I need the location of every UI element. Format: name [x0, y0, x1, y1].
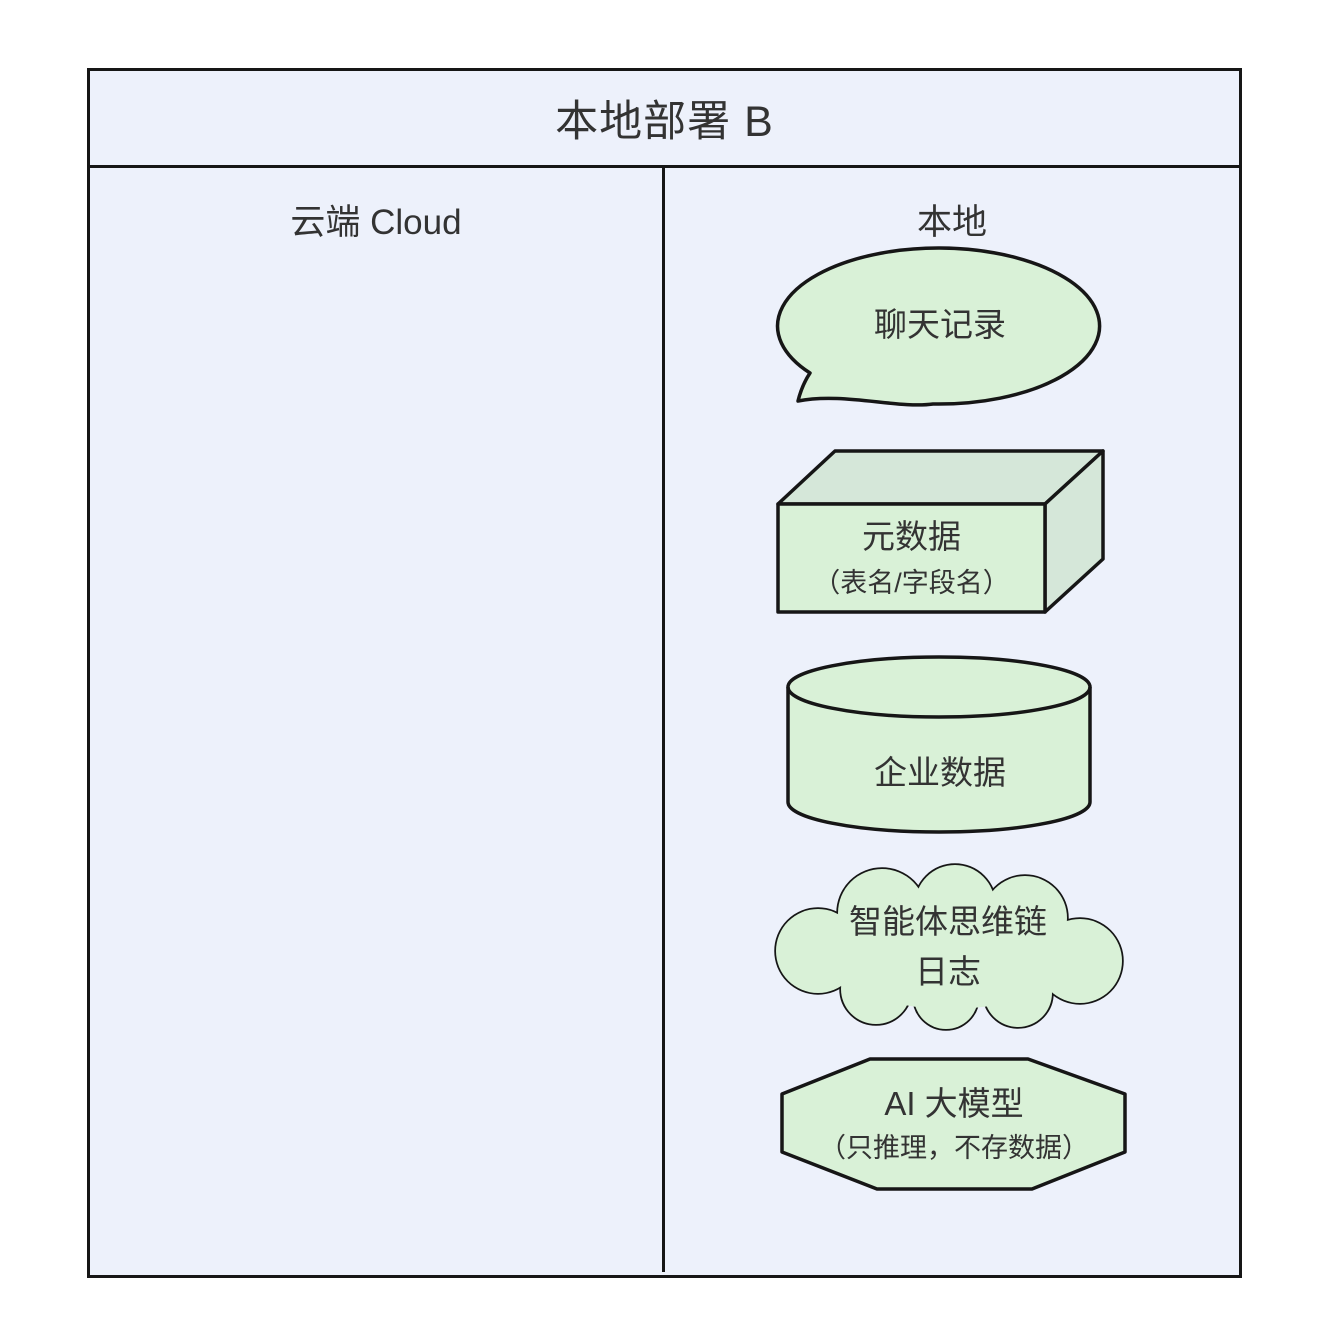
node-cot-logs-label: 智能体思维链	[849, 903, 1047, 940]
node-ai-model-sublabel: （只推理，不存数据）	[819, 1133, 1089, 1163]
node-chat-history-label: 聊天记录	[874, 306, 1006, 343]
diagram-body: 云端 Cloud 本地 聊天记录 元数	[90, 168, 1239, 1272]
cylinder-shape	[786, 655, 1092, 834]
node-enterprise-data-label: 企业数据	[874, 754, 1006, 791]
column-cloud-label: 云端 Cloud	[290, 203, 462, 242]
column-cloud: 云端 Cloud	[90, 168, 662, 1272]
node-chat-history: 聊天记录	[773, 245, 1107, 413]
node-cot-logs: 智能体思维链 日志	[770, 863, 1126, 1031]
column-local: 本地 聊天记录 元数据 （表名/字段名）	[662, 168, 1239, 1272]
node-ai-model: AI 大模型 （只推理，不存数据）	[780, 1057, 1128, 1192]
node-cot-logs-sublabel: 日志	[915, 953, 981, 990]
speech-bubble-shape	[775, 246, 1102, 407]
deployment-frame: 本地部署 B 云端 Cloud 本地 聊天记录	[87, 68, 1242, 1278]
box-3d-shape	[776, 449, 1105, 614]
node-enterprise-data: 企业数据	[785, 655, 1095, 837]
node-metadata-label: 元数据	[862, 518, 961, 555]
node-metadata: 元数据 （表名/字段名）	[775, 447, 1107, 617]
cloud-shape	[774, 863, 1124, 1031]
diagram-title: 本地部署 B	[555, 98, 774, 146]
diagram-title-bar: 本地部署 B	[90, 71, 1239, 168]
column-local-label: 本地	[916, 203, 987, 242]
node-metadata-sublabel: （表名/字段名）	[813, 568, 1010, 598]
octagon-shape	[780, 1057, 1127, 1191]
node-ai-model-label: AI 大模型	[884, 1085, 1024, 1122]
